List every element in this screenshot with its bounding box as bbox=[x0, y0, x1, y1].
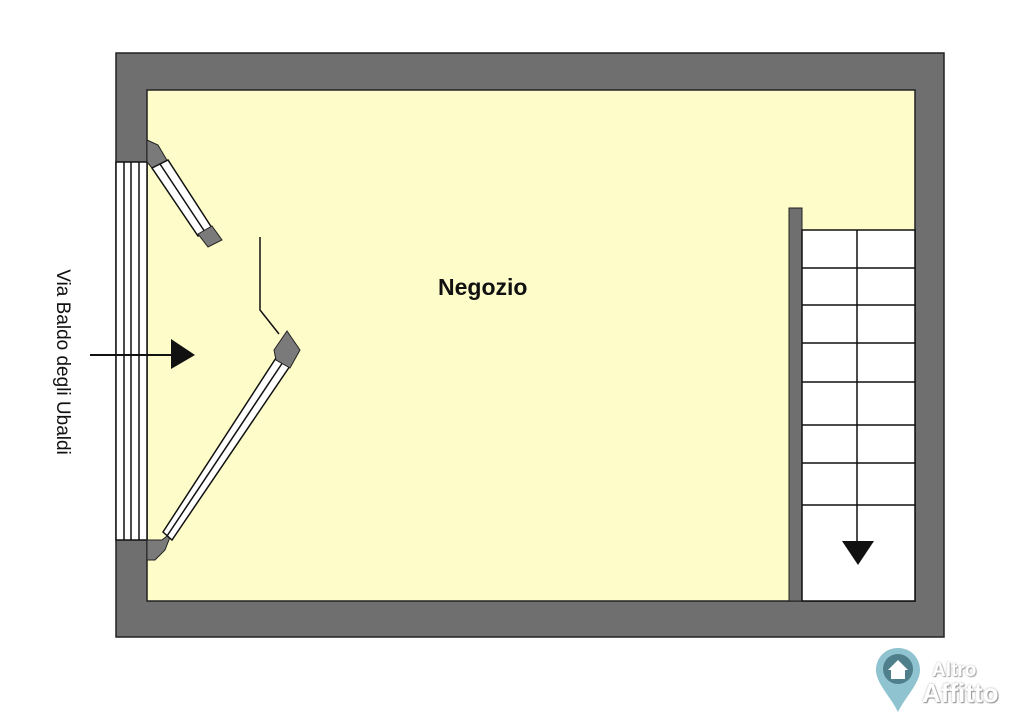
door-swing-line bbox=[259, 237, 280, 335]
room-label: Negozio bbox=[438, 274, 528, 300]
logo-text-line1: Altro bbox=[932, 660, 977, 681]
street-label: Via Baldo degli Ubaldi bbox=[52, 269, 73, 455]
stairs bbox=[801, 229, 916, 602]
entrance-arrow-icon bbox=[90, 339, 195, 369]
logo: Altro Affitto bbox=[876, 646, 1024, 716]
logo-pin-icon bbox=[876, 648, 920, 712]
stairs-down-arrow-icon bbox=[842, 541, 874, 565]
window-lines bbox=[123, 162, 140, 540]
stair-steps bbox=[802, 230, 915, 545]
door-leaf-upper bbox=[146, 139, 223, 248]
stair-partition-wall bbox=[788, 207, 803, 602]
logo-text-line2: Affitto bbox=[922, 678, 999, 708]
floor-area bbox=[146, 89, 916, 602]
door-leaf-lower bbox=[146, 330, 301, 561]
